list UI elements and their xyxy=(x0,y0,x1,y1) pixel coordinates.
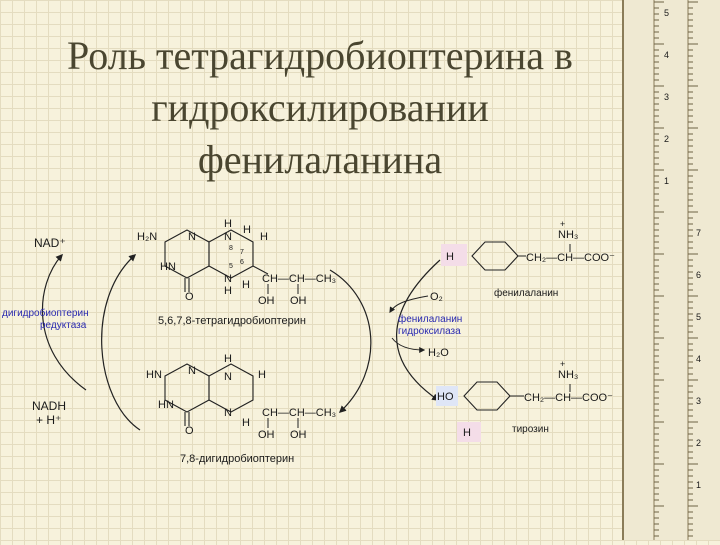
ruler-number: 1 xyxy=(696,480,701,490)
slide-title: Роль тетрагидробиоптерина в гидроксилиро… xyxy=(20,30,620,186)
h-label: H xyxy=(243,224,251,236)
n-label: N xyxy=(224,273,232,285)
phenylalanine-chain: CH₂—CH—COO⁻ xyxy=(526,252,615,264)
n-label: N xyxy=(224,371,232,383)
position-label: 8 xyxy=(229,245,233,252)
oh-label: OH xyxy=(290,429,307,441)
ruler-svg: 5 4 3 2 1 7 6 5 4 3 2 1 xyxy=(653,0,701,540)
title-line-2: гидроксилировании xyxy=(151,85,489,130)
ruler-number: 5 xyxy=(696,312,701,322)
tyrosine-chain: CH₂—CH—COO⁻ xyxy=(524,392,613,404)
ruler-number: 2 xyxy=(696,438,701,448)
ruler-labels: 5 4 3 2 1 7 6 5 4 3 2 1 xyxy=(664,8,701,490)
hydroxylase-arc-right xyxy=(396,259,441,401)
nh3-label: NH₃ xyxy=(558,229,578,241)
position-label: 7 xyxy=(240,249,244,256)
ruler-number: 2 xyxy=(664,134,669,144)
hydroxylase-label-2: гидроксилаза xyxy=(398,326,461,337)
plus-label: + xyxy=(560,359,565,369)
side-chain-label: CH—CH—CH₃ xyxy=(262,273,336,285)
oh-label: OH xyxy=(258,295,275,307)
reductase-arc-left xyxy=(41,253,87,391)
position-label: 5 xyxy=(229,263,233,270)
h-label: H xyxy=(242,417,250,429)
tyrosine-structure: HO CH₂—CH—COO⁻ NH₃ + H тирозин xyxy=(436,359,613,442)
n-label: N xyxy=(188,365,196,377)
title-line-1: Роль тетрагидробиоптерина в xyxy=(67,33,573,78)
hydroxylase-label-1: фенилаланин xyxy=(398,313,462,325)
h2n-label: H₂N xyxy=(137,231,157,243)
n-label: N xyxy=(224,407,232,419)
h-label: H xyxy=(446,251,454,263)
tetrahydrobiopterin-name: 5,6,7,8-тетрагидробиоптерин xyxy=(158,315,306,327)
o2-arrow xyxy=(389,295,429,314)
ruler-number: 4 xyxy=(664,50,669,60)
ruler-number: 7 xyxy=(696,228,701,238)
reductase-label-2: редуктаза xyxy=(40,320,87,331)
ruler-ticks xyxy=(654,1,698,537)
nh3-label: NH₃ xyxy=(558,369,578,381)
h2o-label: H₂O xyxy=(428,347,449,359)
o-label: O xyxy=(185,425,194,437)
h-label: H xyxy=(224,218,232,230)
ruler-number: 1 xyxy=(664,176,669,186)
position-label: 6 xyxy=(240,259,244,266)
o-label: O xyxy=(185,291,194,303)
phenylalanine-structure: H CH₂—CH—COO⁻ NH₃ + фенилаланин xyxy=(441,219,615,299)
benzene-ring-icon xyxy=(471,241,519,271)
ruler-number: 6 xyxy=(696,270,701,280)
h-label: H xyxy=(242,279,250,291)
tyrosine-h-box xyxy=(457,422,481,442)
tyrosine-ho-box xyxy=(436,386,458,406)
h2o-arrow xyxy=(391,337,426,353)
title-line-3: фенилаланина xyxy=(197,137,443,182)
reaction-diagram: NAD⁺ NADH + H⁺ дигидробиоптерин редуктаз… xyxy=(2,218,615,465)
oh-label: OH xyxy=(258,429,275,441)
ruler-number: 3 xyxy=(664,92,669,102)
h-label: H xyxy=(260,231,268,243)
dihydrobiopterin-name: 7,8-дигидробиоптерин xyxy=(180,453,294,465)
n-label: N xyxy=(188,231,196,243)
dihydrobiopterin-structure: HN N HN N N O H H H CH—CH—CH₃ OH OH 7,8-… xyxy=(146,353,336,465)
hn-label: HN xyxy=(160,261,176,273)
h-label: H xyxy=(258,369,266,381)
nad-plus-label: NAD⁺ xyxy=(34,236,66,250)
side-chain-label: CH—CH—CH₃ xyxy=(262,407,336,419)
tyrosine-name: тирозин xyxy=(512,424,549,435)
ruler-number: 3 xyxy=(696,396,701,406)
ruler-number: 4 xyxy=(696,354,701,364)
reductase-arc-right xyxy=(101,254,141,431)
h-label: H xyxy=(463,427,471,439)
ruler-number: 5 xyxy=(664,8,669,18)
hn-label: HN xyxy=(158,399,174,411)
reductase-label-1: дигидробиоптерин xyxy=(2,307,89,319)
h-label: H xyxy=(224,285,232,297)
n-label: N xyxy=(224,231,232,243)
phenylalanine-h-box xyxy=(441,244,467,266)
o2-label: O₂ xyxy=(430,291,443,303)
nadh-label: NADH xyxy=(32,399,66,413)
hydroxylase-arc-left xyxy=(329,269,372,413)
benzene-ring-icon xyxy=(463,381,511,411)
ho-label: HO xyxy=(437,391,454,403)
plus-label: + xyxy=(560,219,565,229)
decorative-ruler: 5 4 3 2 1 7 6 5 4 3 2 1 xyxy=(622,0,720,540)
hn-label: HN xyxy=(146,369,162,381)
oh-label: OH xyxy=(290,295,307,307)
tetrahydrobiopterin-structure: H₂N N HN N N O H H H H H 8 7 5 6 CH—CH—C… xyxy=(137,218,336,327)
nadh-h-label: + H⁺ xyxy=(36,413,61,427)
h-label: H xyxy=(224,353,232,365)
phenylalanine-name: фенилаланин xyxy=(494,287,558,299)
